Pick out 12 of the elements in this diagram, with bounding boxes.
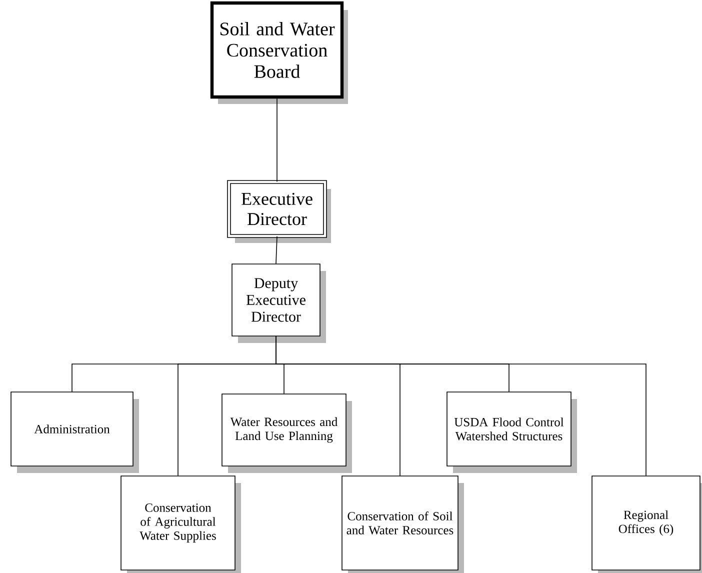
connector-line	[276, 336, 646, 476]
division-box: Water Resources and Land Use Planning	[222, 394, 352, 473]
division-box: Administration	[10, 392, 139, 473]
division-box: USDA Flood Control Watershed Structures	[446, 392, 577, 473]
division-box: Conservation of Agricultural Water Supplies	[120, 476, 241, 573]
director-box: Executive Director	[227, 180, 331, 243]
division-box: Conservation of Soil and Water Resources	[342, 476, 464, 573]
division-box: Regional Offices (6)	[592, 476, 702, 573]
board-box: Soil and Water Conservation Board	[210, 1, 348, 104]
connector-line	[276, 236, 278, 264]
deputy-box: Deputy Executive Director	[232, 264, 326, 343]
connector-line	[276, 98, 278, 182]
